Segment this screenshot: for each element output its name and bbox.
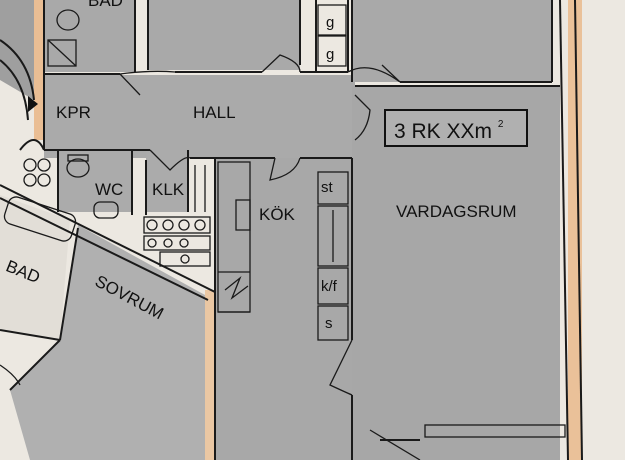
appliance-circle <box>162 219 174 231</box>
wall <box>0 59 29 121</box>
apartment-label-text: 3 RK XXm <box>394 120 492 143</box>
toilet-tank <box>67 154 89 162</box>
wall <box>0 39 35 101</box>
fridge-freezer <box>317 267 349 305</box>
wall <box>19 139 45 151</box>
room-sovrum <box>10 225 205 460</box>
top-bath-fixtures <box>47 9 80 67</box>
appliance-circle <box>23 173 37 187</box>
kitchen-left-counter <box>194 161 251 313</box>
sink <box>317 305 349 341</box>
room-fills <box>0 0 560 460</box>
wall <box>59 227 79 341</box>
walls <box>0 0 583 460</box>
laundry-appliances <box>143 216 211 267</box>
room-wc <box>58 150 132 212</box>
entrance-arrow-icon <box>28 96 38 112</box>
room-label-klk: KLK <box>152 180 185 199</box>
appliance-circle <box>178 219 190 231</box>
sink-label: s <box>325 315 333 332</box>
room-left-edge <box>0 0 34 100</box>
room-label-vardagsrum: VARDAGSRUM <box>396 202 517 221</box>
door-swing <box>269 157 301 181</box>
wall <box>559 0 569 460</box>
stove-label: st <box>321 179 334 196</box>
cabinet-label-g2: g <box>326 46 334 63</box>
stove <box>317 171 349 205</box>
kitchen-counter <box>317 171 349 341</box>
wall <box>0 197 209 301</box>
appliance-row <box>143 235 211 251</box>
outer-wall-top-left <box>34 0 44 140</box>
appliance-circle <box>194 219 206 231</box>
room-label-hall: HALL <box>193 103 236 122</box>
appliance-circle <box>23 158 37 172</box>
appliance-circle <box>147 238 157 248</box>
cabinet-label-g1: g <box>326 14 334 31</box>
shower-tray <box>47 39 77 67</box>
toilet-icon <box>66 158 90 178</box>
cabinet-g2 <box>317 35 347 67</box>
room-label-bad-top: BAD <box>88 0 123 10</box>
appliance-circle <box>163 238 173 248</box>
appliance-circle <box>37 158 51 172</box>
sink-icon <box>93 201 119 219</box>
left-washers <box>23 158 51 187</box>
appliance-circle <box>37 173 51 187</box>
appliance-row <box>143 216 211 234</box>
balcony-door <box>424 424 566 438</box>
apartment-label: 3 RK XXm 2 <box>394 119 504 143</box>
appliance-row <box>159 251 211 267</box>
room-label-kpr: KPR <box>56 103 91 122</box>
counter-inner <box>235 199 251 231</box>
door-swing <box>354 94 371 141</box>
apartment-label-superscript: 2 <box>498 119 504 130</box>
toilet-icon <box>56 9 80 31</box>
cabinets <box>317 4 347 67</box>
appliance-circle <box>180 254 190 264</box>
room-hall <box>44 75 355 158</box>
room-vardagsrum <box>352 86 560 460</box>
bath-curve <box>0 364 21 386</box>
door-swing <box>119 70 176 96</box>
door-swing <box>347 64 401 83</box>
wall <box>0 329 61 341</box>
wall <box>574 0 583 460</box>
counter <box>317 205 349 267</box>
room-klk <box>146 150 188 212</box>
door-swing <box>261 54 301 73</box>
wc-fixtures <box>66 154 119 219</box>
room-top-right <box>352 0 552 82</box>
room-bad-top <box>44 0 135 72</box>
room-label-wc: WC <box>95 180 123 199</box>
cabinet-g1 <box>317 4 347 36</box>
fridge-freezer-label: k/f <box>321 278 338 295</box>
room-top-middle <box>148 0 300 70</box>
apartment-label-box <box>384 109 528 147</box>
doors <box>119 54 401 396</box>
door-swing <box>329 339 353 396</box>
shower-line <box>47 39 77 67</box>
outer-wall-right <box>568 0 582 460</box>
door-swing <box>369 429 421 460</box>
door-swing <box>149 149 191 171</box>
appliance-circle <box>146 219 158 231</box>
bathtub <box>3 196 77 242</box>
appliance-circle <box>179 238 189 248</box>
room-bad-left <box>0 195 70 340</box>
room-label-kok: KÖK <box>259 205 296 224</box>
stairs-zigzag <box>224 275 249 300</box>
